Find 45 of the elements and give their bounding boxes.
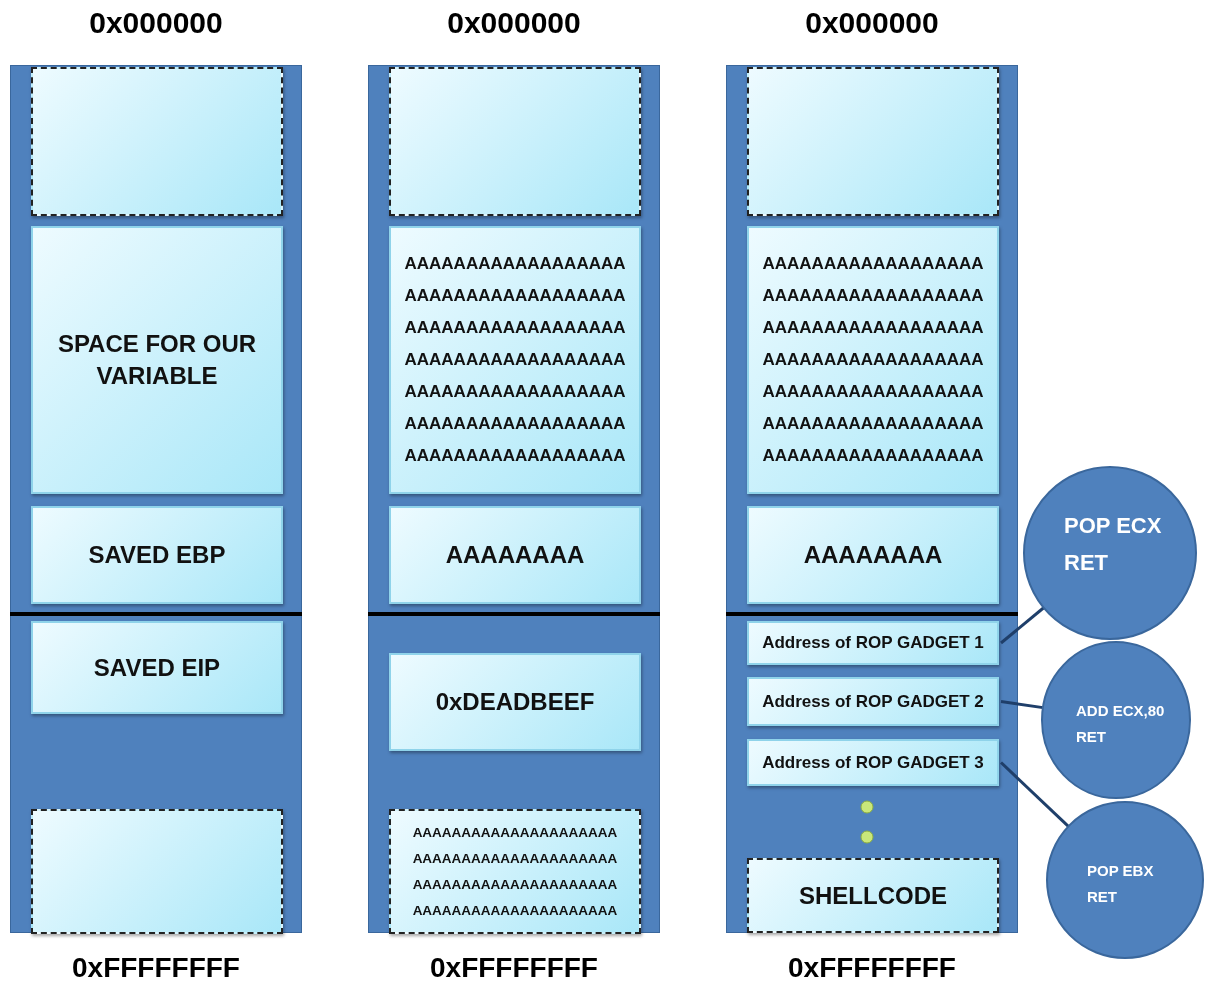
instruction-text: RET [1076,727,1106,745]
memory-slot [31,226,283,494]
slot-label: AAAAAAAAAAAAAAAAAAAAA AAAAAAAAAAAAAAAAAAAAA AAAAAAAAAAAAAAAAAAAAA AAAAAAAAAAAAAAAAAAAAA [411,823,619,920]
slot-label: Address of ROP GADGET 3 [761,752,985,773]
instruction-text: RET [1087,887,1117,905]
slot-label: AAAAAAAA [444,540,586,570]
empty-memory-slot [747,67,999,216]
slot-label: AAAAAAAA [802,540,944,570]
slot-label: 0xDEADBEEF [434,687,596,717]
callout-tail [1000,606,1045,645]
memory-slot [389,226,641,494]
slot-label: SAVED EIP [92,652,222,683]
slot-label: SPACE FOR OUR VARIABLE [56,329,258,391]
memory-slot [747,226,999,494]
slot-label: AAAAAAAAAAAAAAAAAA AAAAAAAAAAAAAAAAAA AAAAAAAAAAAAAAAAAA AAAAAAAAAAAAAAAAAA AAAAAAAAAAAAAAAAAA AAAAAAAAAAAAAAAAAA AAAAAAAAAAAAAAAAAA [403,253,627,467]
slot-label: AAAAAAAAAAAAAAAAAA AAAAAAAAAAAAAAAAAA AAAAAAAAAAAAAAAAAA AAAAAAAAAAAAAAAAAA AAAAAAAAAAAAAAAAAA AAAAAAAAAAAAAAAAAA AAAAAAAAAAAAAAAAAA [761,253,985,467]
slot-label: Address of ROP GADGET 2 [761,691,985,712]
callout-tail [999,761,1070,828]
memory-slot [747,506,999,604]
address-label: 0xFFFFFFFF [787,952,957,984]
address-label: 0x000000 [446,6,582,40]
address-label: 0x000000 [804,6,940,40]
memory-slot [747,621,999,665]
callout-tail [1000,700,1044,710]
instruction-text: POP EBX [1087,862,1154,879]
memory-slot [747,739,999,786]
slot-label: Address of ROP GADGET 1 [761,633,985,653]
instruction-text: POP ECX [1064,513,1162,539]
memory-slot [31,506,283,604]
memory-slot [747,677,999,726]
memory-slot [389,653,641,751]
empty-memory-slot [389,67,641,216]
slot-label: SAVED EBP [87,540,227,570]
memory-slot [747,858,999,933]
address-label: 0x000000 [88,6,224,40]
empty-memory-slot [31,67,283,216]
memory-slot [389,809,641,934]
slot-label: SHELLCODE [798,880,948,911]
memory-slot [31,621,283,714]
empty-memory-slot [31,809,283,934]
address-label: 0xFFFFFFFF [429,952,599,984]
address-label: 0xFFFFFFFF [71,952,241,984]
instruction-text: RET [1064,550,1108,577]
memory-slot [389,506,641,604]
instruction-text: ADD ECX,80 [1076,702,1165,719]
